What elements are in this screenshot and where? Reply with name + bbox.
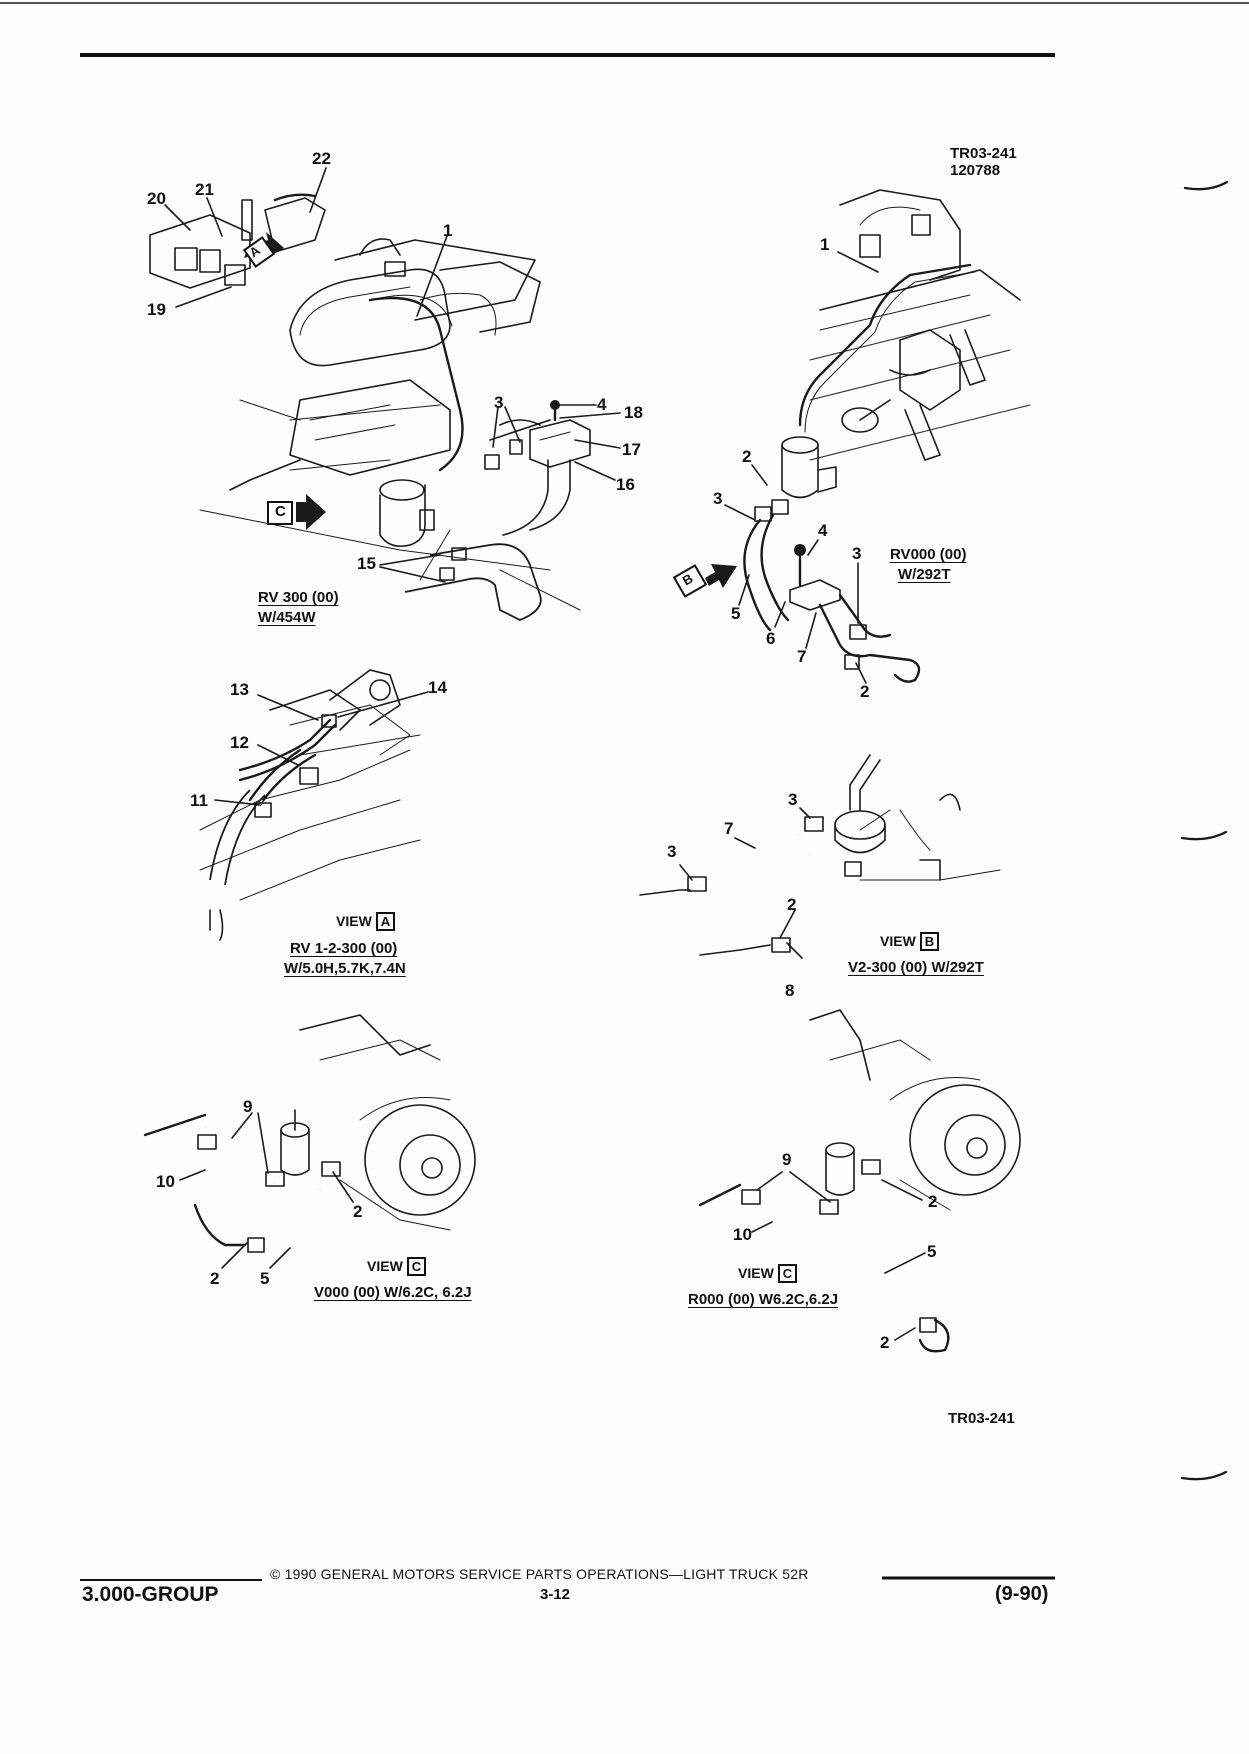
edge-mark	[1180, 830, 1228, 841]
view-b-illustration	[639, 754, 1001, 959]
callout-9: 9	[243, 1097, 253, 1116]
callout-11: 11	[190, 791, 208, 810]
view-b-arrow	[672, 564, 737, 598]
callout-3: 3	[852, 544, 862, 563]
caption-line1: RV 300 (00)	[258, 589, 339, 606]
caption-line1: RV 1-2-300 (00)	[290, 940, 398, 957]
view-word: VIEW	[336, 913, 372, 929]
caption-main-left: RV 300 (00) W/454W	[258, 588, 339, 629]
callout-2: 2	[928, 1192, 938, 1211]
callout-3: 3	[788, 790, 798, 809]
caption-line2: W/292T	[898, 566, 951, 584]
callout-3: 3	[713, 489, 723, 508]
callout-4: 4	[818, 521, 828, 540]
caption-view-c-left: V000 (00) W/6.2C, 6.2J	[314, 1283, 472, 1303]
callout-1: 1	[443, 221, 453, 240]
callout-3: 3	[494, 393, 504, 412]
drawing-date: 120788	[950, 162, 1001, 180]
view-word: VIEW	[880, 933, 916, 949]
view-a-arrow	[242, 232, 284, 268]
callout-10: 10	[733, 1225, 752, 1244]
callout-2: 2	[742, 447, 752, 466]
footer-page-number: 3-12	[540, 1586, 571, 1603]
drawing-code-bottom: TR03-241	[948, 1410, 1015, 1427]
arrow-letter-c: C	[275, 503, 286, 520]
caption-view-c-right: R000 (00) W6.2C,6.2J	[688, 1290, 838, 1310]
callout-2: 2	[787, 895, 797, 914]
caption-view-b: V2-300 (00) W/292T	[848, 958, 984, 978]
engine-illustration-right	[672, 189, 1031, 684]
view-c-left-illustration	[143, 1014, 476, 1269]
callout-8: 8	[785, 981, 795, 1000]
callout-10: 10	[156, 1172, 175, 1191]
edge-mark	[1183, 180, 1229, 191]
callout-7: 7	[724, 819, 734, 838]
callout-1: 1	[820, 235, 830, 254]
caption-line2: W/5.0H,5.7K,7.4N	[284, 960, 406, 978]
caption-main-right: RV000 (00) W/292T	[890, 545, 966, 586]
callout-5: 5	[260, 1269, 270, 1288]
footer-copyright: © 1990 GENERAL MOTORS SERVICE PARTS OPER…	[270, 1566, 809, 1582]
callout-15: 15	[357, 554, 376, 573]
callout-19: 19	[147, 300, 166, 319]
callout-16: 16	[616, 475, 635, 494]
edge-mark	[1180, 1470, 1228, 1481]
callout-7: 7	[797, 647, 807, 666]
caption-line1: V000 (00) W/6.2C, 6.2J	[314, 1284, 472, 1301]
drawing-code-header: TR03-241 120788	[950, 145, 1017, 180]
callout-12: 12	[230, 733, 249, 752]
caption-view-a: RV 1-2-300 (00) W/5.0H,5.7K,7.4N	[284, 939, 406, 980]
callout-17: 17	[622, 440, 641, 459]
footer-revision: (9-90)	[995, 1583, 1049, 1605]
callout-5: 5	[731, 604, 741, 623]
caption-line1: RV000 (00)	[890, 546, 967, 563]
caption-line2: W/454W	[258, 609, 316, 627]
callout-5: 5	[927, 1242, 937, 1261]
callout-4: 4	[597, 395, 607, 414]
caption-line1: V2-300 (00) W/292T	[848, 959, 984, 976]
callout-20: 20	[147, 189, 166, 208]
view-word: VIEW	[367, 1258, 403, 1274]
callout-6: 6	[766, 629, 776, 648]
view-letter: C	[777, 1264, 798, 1283]
callout-18: 18	[624, 403, 643, 422]
view-letter: C	[406, 1257, 427, 1276]
callout-2: 2	[880, 1333, 890, 1352]
drawing-code: TR03-241	[950, 145, 1017, 162]
view-letter: A	[375, 912, 396, 931]
callout-3: 3	[667, 842, 677, 861]
callout-2: 2	[860, 682, 870, 701]
engine-illustration-left	[149, 167, 621, 621]
callout-21: 21	[195, 180, 214, 199]
view-letter: B	[919, 932, 940, 951]
view-c-right-illustration	[698, 1009, 1021, 1353]
callout-14: 14	[428, 678, 447, 697]
callout-13: 13	[230, 680, 249, 699]
callout-9: 9	[782, 1150, 792, 1169]
view-word: VIEW	[738, 1265, 774, 1281]
footer-group: 3.000-GROUP	[82, 1583, 219, 1606]
view-a-illustration	[199, 669, 429, 941]
callout-2: 2	[210, 1269, 220, 1288]
callout-22: 22	[312, 149, 331, 168]
callout-2: 2	[353, 1202, 363, 1221]
view-c-arrow-main	[267, 494, 326, 530]
caption-line1: R000 (00) W6.2C,6.2J	[688, 1291, 839, 1308]
